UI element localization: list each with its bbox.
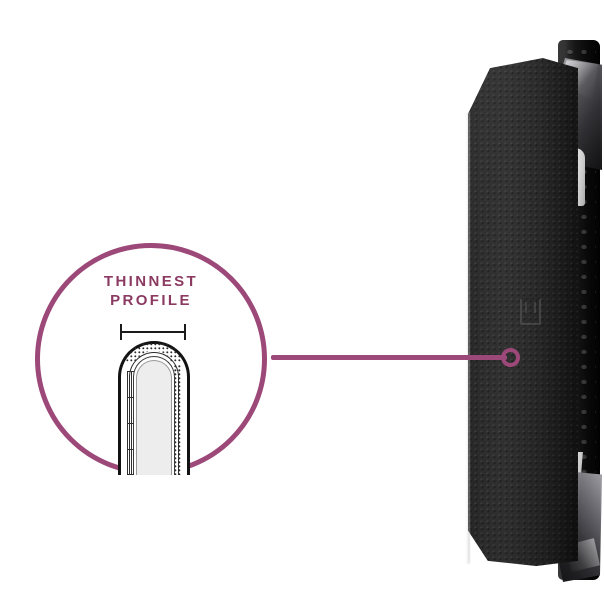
xsection-left-rail: [127, 371, 134, 476]
callout-label: THINNEST PROFILE: [63, 272, 239, 310]
dimension-cap-right: [183, 324, 186, 340]
case-dot-texture: [468, 58, 578, 566]
callout-leader-line: [271, 355, 507, 360]
dimension-rule: [120, 331, 186, 334]
embossed-logo: [520, 298, 541, 325]
xsection-device-core: [136, 360, 172, 475]
ring-marker-icon: [501, 348, 520, 367]
case-sheen: [468, 58, 578, 566]
case-left-edge-highlight: [466, 112, 470, 564]
xsection-liner-b: [133, 356, 175, 475]
product-photo: [440, 0, 604, 604]
case-edge-cross-section: [118, 341, 190, 476]
xsection-liner-a: [129, 352, 179, 475]
case-slab: [468, 58, 578, 566]
callout-label-line1: THINNEST: [103, 273, 199, 290]
callout-label-line2: PROFILE: [110, 292, 192, 309]
dimension-measure-icon: [120, 324, 186, 340]
